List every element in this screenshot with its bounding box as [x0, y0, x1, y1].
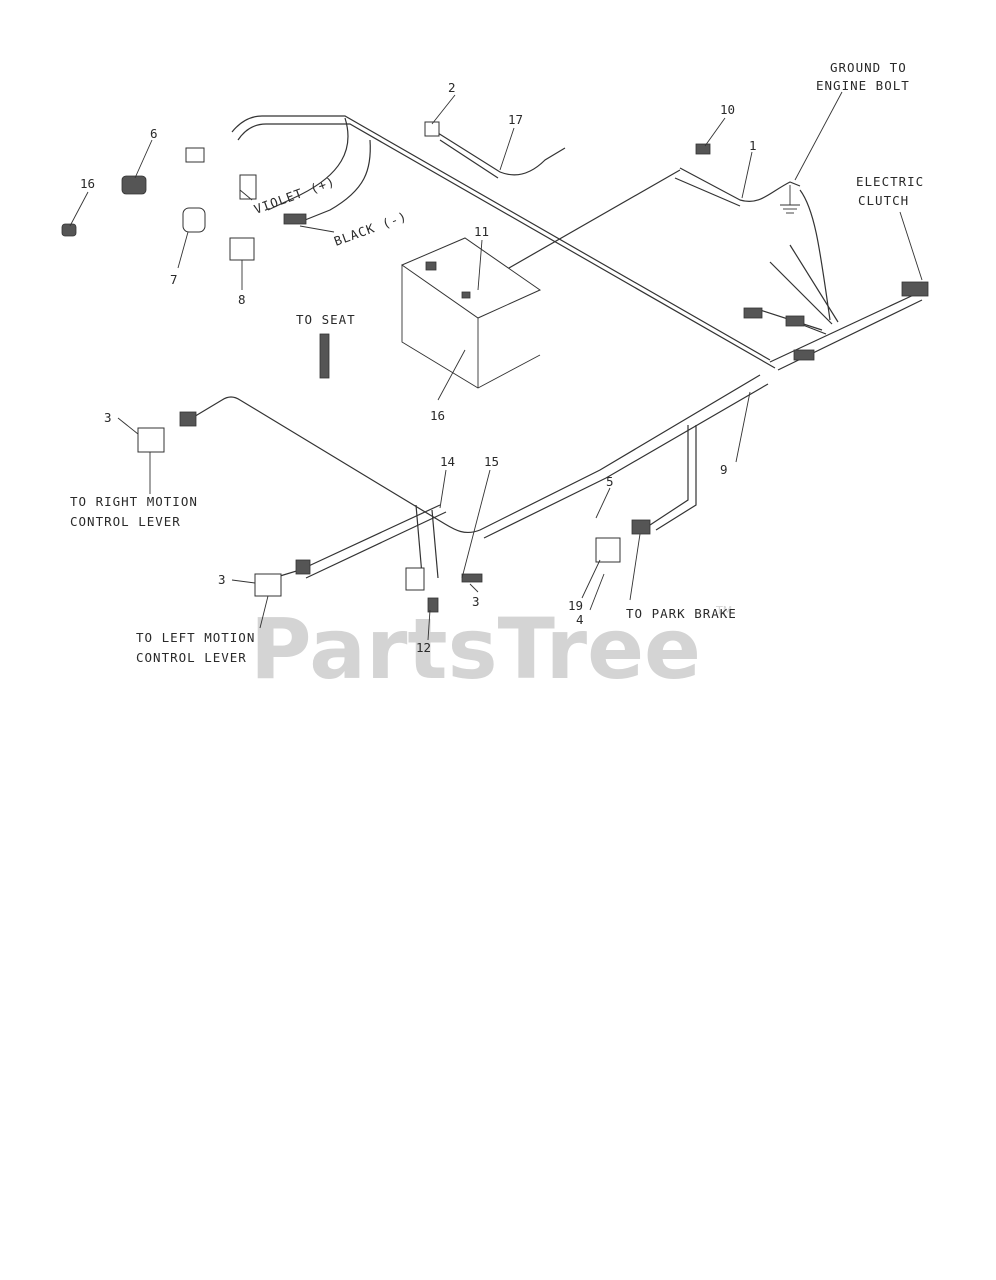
right-lever-label-line2: CONTROL LEVER [70, 514, 181, 529]
connector-10 [695, 143, 711, 155]
callout-3-left: 3 [218, 572, 226, 587]
callout-4: 4 [576, 612, 584, 627]
callout-3-center: 3 [472, 594, 480, 609]
callout-8: 8 [238, 292, 246, 307]
right-lever-label-line1: TO RIGHT MOTION [70, 494, 198, 509]
ground-symbol [780, 185, 800, 214]
watermark-tm: TM [715, 604, 732, 617]
ground-label-line1: GROUND TO [830, 60, 907, 75]
connector-16-top [61, 223, 77, 237]
callout-6: 6 [150, 126, 158, 141]
leader-lines [69, 91, 923, 641]
clutch-label-line1: ELECTRIC [856, 174, 924, 189]
callout-17: 17 [508, 112, 523, 127]
left-lever-connector [254, 559, 311, 597]
callout-19: 19 [568, 598, 583, 613]
left-lever-label-line2: CONTROL LEVER [136, 650, 247, 665]
callout-5: 5 [606, 474, 614, 489]
black-label: BLACK (-) [332, 208, 409, 248]
left-lever-label-line1: TO LEFT MOTION [136, 630, 255, 645]
connector-2 [424, 121, 440, 137]
harness-wires [191, 115, 923, 579]
seat-label: TO SEAT [296, 312, 356, 327]
callout-16-top: 16 [80, 176, 95, 191]
seat-switch [319, 333, 330, 379]
park-brake-switch [595, 519, 651, 563]
relay-8 [229, 213, 307, 261]
clutch-connector [901, 281, 929, 297]
callout-9: 9 [720, 462, 728, 477]
callout-10: 10 [720, 102, 735, 117]
clutch-label-line2: CLUTCH [858, 193, 909, 208]
switch-15 [405, 567, 483, 613]
connector-6 [121, 147, 205, 195]
park-brake-label: TO PARK BRAKE [626, 606, 737, 621]
callout-14: 14 [440, 454, 455, 469]
ground-label-line2: ENGINE BOLT [816, 78, 910, 93]
fuse-holder-7 [182, 174, 257, 233]
battery [400, 237, 542, 389]
right-lever-connector [137, 411, 197, 453]
callout-11: 11 [474, 224, 489, 239]
callout-3-right: 3 [104, 410, 112, 425]
watermark: PartsTree [250, 600, 701, 698]
callout-15: 15 [484, 454, 499, 469]
callout-2: 2 [448, 80, 456, 95]
callout-7: 7 [170, 272, 178, 287]
callout-1: 1 [749, 138, 757, 153]
violet-label: VIOLET (+) [252, 174, 337, 217]
callout-12: 12 [416, 640, 431, 655]
mid-connectors [743, 307, 815, 361]
callout-16-battery: 16 [430, 408, 445, 423]
